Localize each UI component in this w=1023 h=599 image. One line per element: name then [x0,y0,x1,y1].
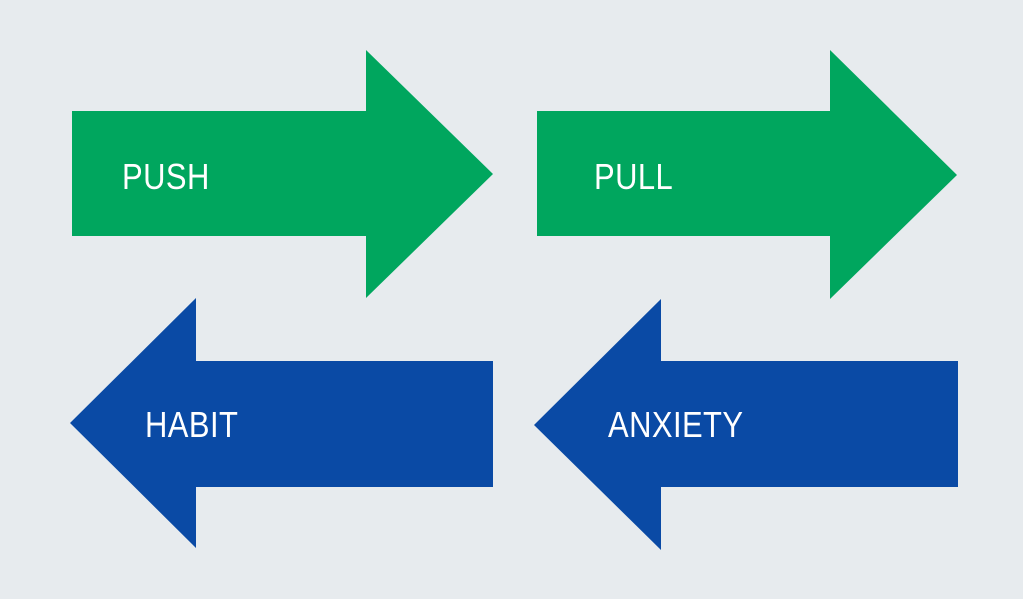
arrow-label-pull: PULL [594,156,674,197]
arrow-habit [70,298,493,548]
arrow-pull [537,50,957,299]
arrow-label-habit: HABIT [145,404,239,445]
left-arrow-shape [534,299,958,550]
arrow-label-anxiety: ANXIETY [608,404,744,445]
arrow-push [72,50,493,298]
right-arrow-shape [72,50,493,298]
left-arrow-shape [70,298,493,548]
arrow-label-push: PUSH [122,156,210,197]
arrow-anxiety [534,299,958,550]
right-arrow-shape [537,50,957,299]
